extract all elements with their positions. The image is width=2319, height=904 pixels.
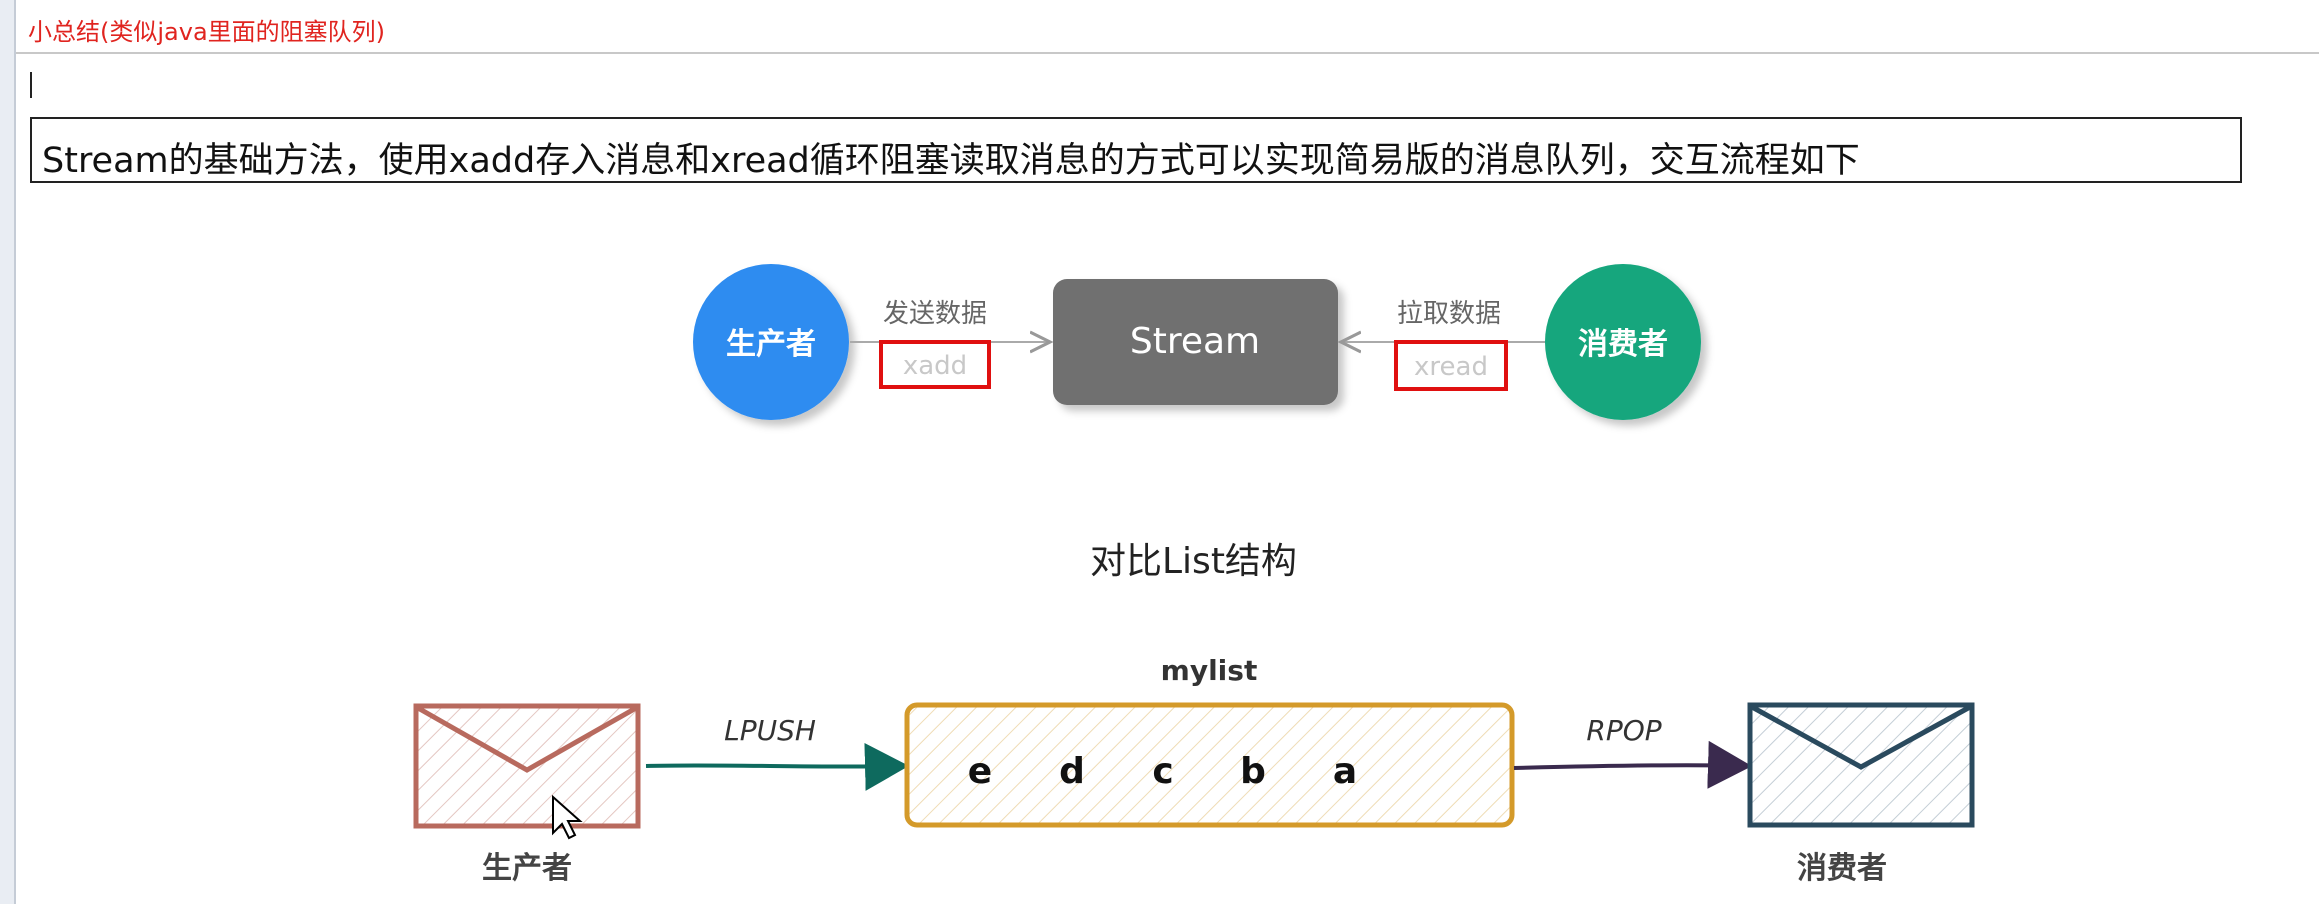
mylist-label: mylist (1161, 654, 1258, 687)
lpush-arrow (645, 742, 909, 791)
list-item-b: b (1240, 751, 1266, 792)
consumer-label: 消费者 (1578, 327, 1668, 362)
consumer-envelope-icon (1747, 702, 1975, 828)
window-left-border (0, 0, 16, 904)
list-producer-label: 生产者 (482, 851, 572, 886)
rpop-arrow (1513, 740, 1752, 789)
xread-label: xread (1414, 352, 1488, 382)
text-cursor (30, 72, 32, 98)
description-box[interactable]: Stream的基础方法，使用xadd存入消息和xread循环阻塞读取消息的方式可… (30, 117, 2242, 183)
producer-circle (693, 264, 849, 420)
stream-box (1053, 279, 1338, 405)
send-data-label: 发送数据 (883, 299, 987, 329)
description-text: Stream的基础方法，使用xadd存入消息和xread循环阻塞读取消息的方式可… (42, 141, 1860, 181)
consumer-circle (1545, 264, 1701, 420)
list-section-title: 对比List结构 (1090, 541, 1297, 582)
list-item-d: d (1059, 751, 1085, 792)
list-consumer-label: 消费者 (1797, 851, 1887, 886)
xadd-highlight-box (879, 340, 991, 389)
stream-label: Stream (1130, 321, 1260, 362)
lpush-label: LPUSH (724, 714, 816, 747)
mylist-box (904, 702, 1515, 828)
mouse-pointer-icon (552, 794, 583, 840)
note-title: 小总结(类似java里面的阻塞队列) (28, 18, 386, 46)
producer-label: 生产者 (726, 327, 816, 362)
note-header: 小总结(类似java里面的阻塞队列) (16, 0, 2319, 54)
list-item-c: c (1152, 751, 1173, 792)
xadd-label: xadd (903, 351, 967, 381)
xread-highlight-box (1394, 340, 1508, 391)
pull-data-label: 拉取数据 (1397, 299, 1501, 329)
list-item-a: a (1333, 751, 1357, 792)
producer-envelope-icon (413, 703, 641, 829)
list-item-e: e (968, 751, 992, 792)
rpop-label: RPOP (1586, 714, 1661, 747)
